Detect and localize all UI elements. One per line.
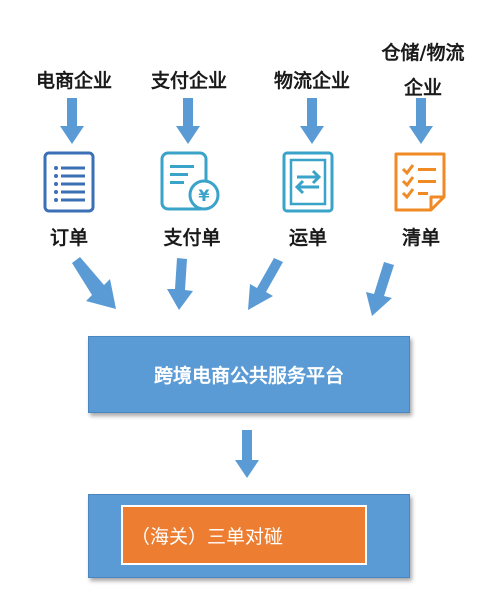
platform-box: 跨境电商公共服务平台 [88, 336, 410, 413]
platform-label: 跨境电商公共服务平台 [153, 365, 344, 387]
down-arrow-2 [176, 98, 200, 144]
converge-arrow-2 [167, 258, 193, 310]
source-label-ecommerce: 电商企业 [35, 70, 112, 92]
document-label-order: 订单 [49, 227, 88, 249]
source-label-warehouse-line2: 企业 [403, 77, 442, 99]
converge-arrow-4 [366, 262, 394, 316]
down-arrow-4 [409, 98, 433, 144]
order-document-icon [43, 151, 95, 213]
document-label-waybill: 运单 [288, 227, 327, 249]
payment-document-icon: ¥ [160, 151, 220, 211]
document-label-checklist: 清单 [401, 227, 440, 249]
customs-outer-box: （海关）三单对碰 [88, 494, 410, 578]
waybill-document-icon [282, 151, 334, 213]
source-label-logistics: 物流企业 [273, 70, 350, 92]
down-arrow-3 [300, 98, 324, 144]
checklist-document-icon [394, 152, 446, 212]
source-label-warehouse-line1: 仓储/物流 [381, 42, 465, 64]
svg-text:¥: ¥ [198, 186, 209, 205]
document-label-payment: 支付单 [163, 227, 221, 249]
source-label-payment: 支付企业 [150, 70, 227, 92]
converge-arrow-3 [248, 258, 283, 310]
customs-inner-box: （海关）三单对碰 [121, 505, 367, 565]
customs-label: （海关）三单对碰 [131, 525, 284, 548]
down-arrow-platform [235, 430, 259, 478]
down-arrow-1 [60, 98, 84, 144]
converge-arrow-1 [72, 257, 116, 309]
